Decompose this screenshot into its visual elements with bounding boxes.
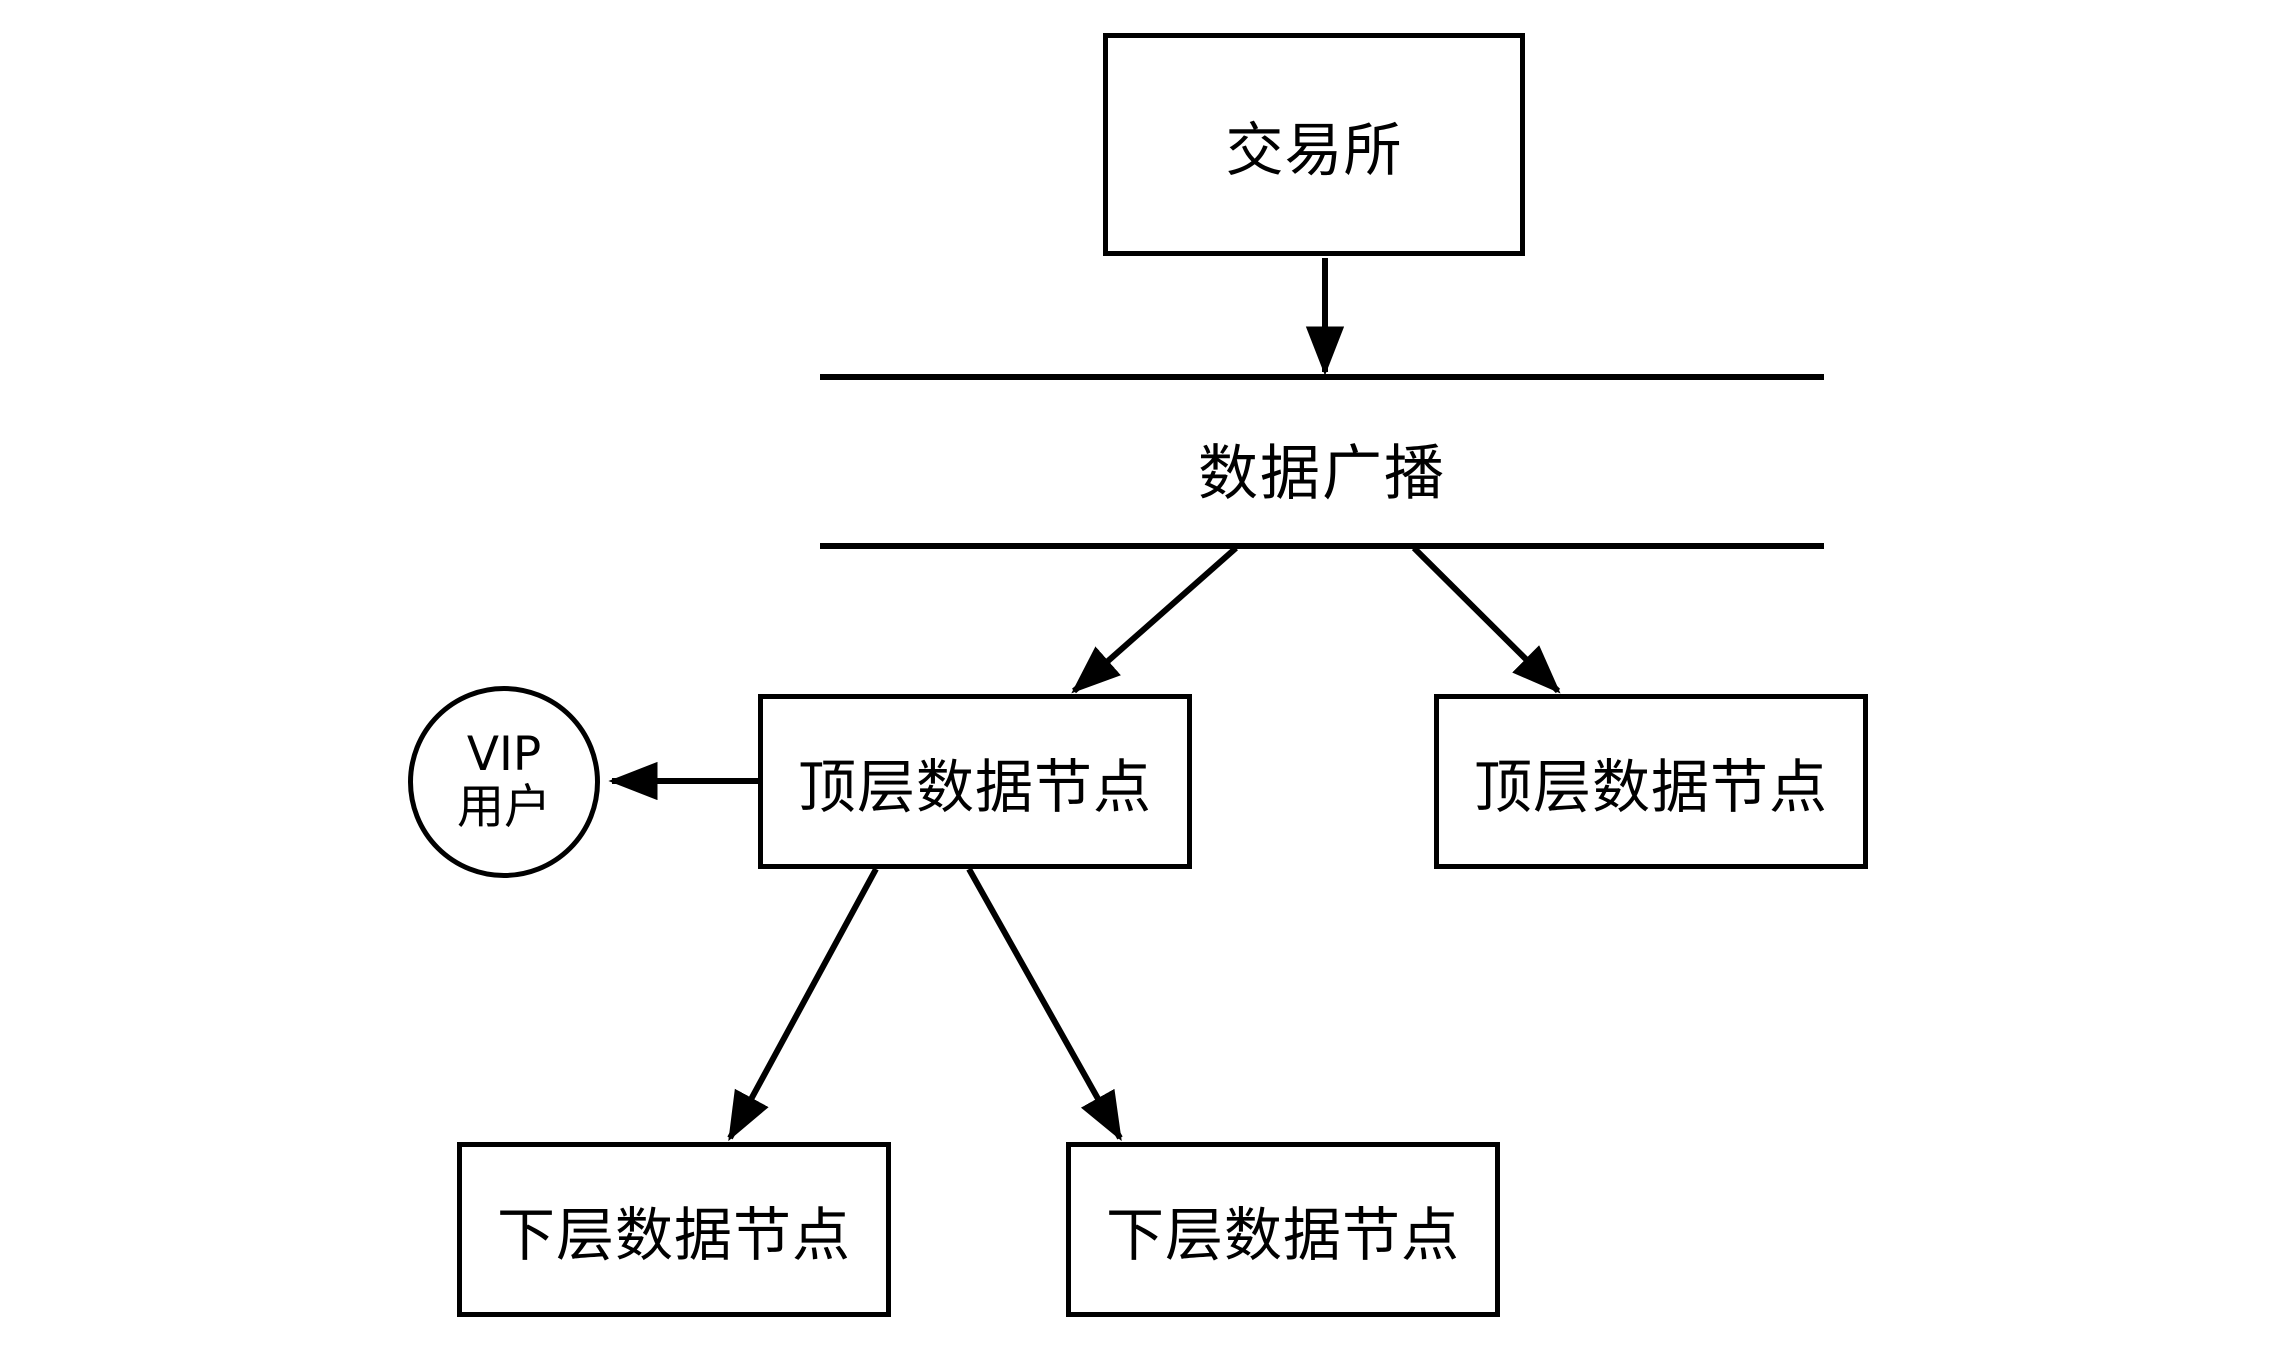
node-top-layer-data-node-left[interactable]: 顶层数据节点 bbox=[758, 694, 1192, 869]
node-lower-layer-data-node-left-label: 下层数据节点 bbox=[496, 1200, 851, 1269]
edge-broadcast-to-top-node-right bbox=[1411, 545, 1561, 694]
node-vip-user[interactable]: VIP 用户 bbox=[408, 686, 600, 878]
node-vip-user-label-line2: 用户 bbox=[457, 780, 551, 835]
edge-broadcast-to-top-node-left bbox=[1071, 545, 1238, 694]
edge-top-node-left-to-lower-node-left bbox=[727, 867, 879, 1142]
node-exchange[interactable]: 交易所 bbox=[1103, 33, 1525, 256]
node-lower-layer-data-node-right-label: 下层数据节点 bbox=[1105, 1200, 1460, 1269]
node-top-layer-data-node-right[interactable]: 顶层数据节点 bbox=[1434, 694, 1868, 869]
broadcast-band-label: 数据广播 bbox=[1198, 439, 1446, 509]
node-lower-layer-data-node-left[interactable]: 下层数据节点 bbox=[457, 1142, 891, 1317]
node-lower-layer-data-node-right[interactable]: 下层数据节点 bbox=[1066, 1142, 1500, 1317]
node-top-layer-data-node-left-label: 顶层数据节点 bbox=[797, 752, 1152, 821]
node-exchange-label: 交易所 bbox=[1225, 115, 1403, 184]
node-vip-user-label-line1: VIP bbox=[466, 727, 542, 783]
node-top-layer-data-node-right-label: 顶层数据节点 bbox=[1473, 752, 1828, 821]
edge-top-node-left-to-lower-node-right bbox=[966, 867, 1123, 1142]
